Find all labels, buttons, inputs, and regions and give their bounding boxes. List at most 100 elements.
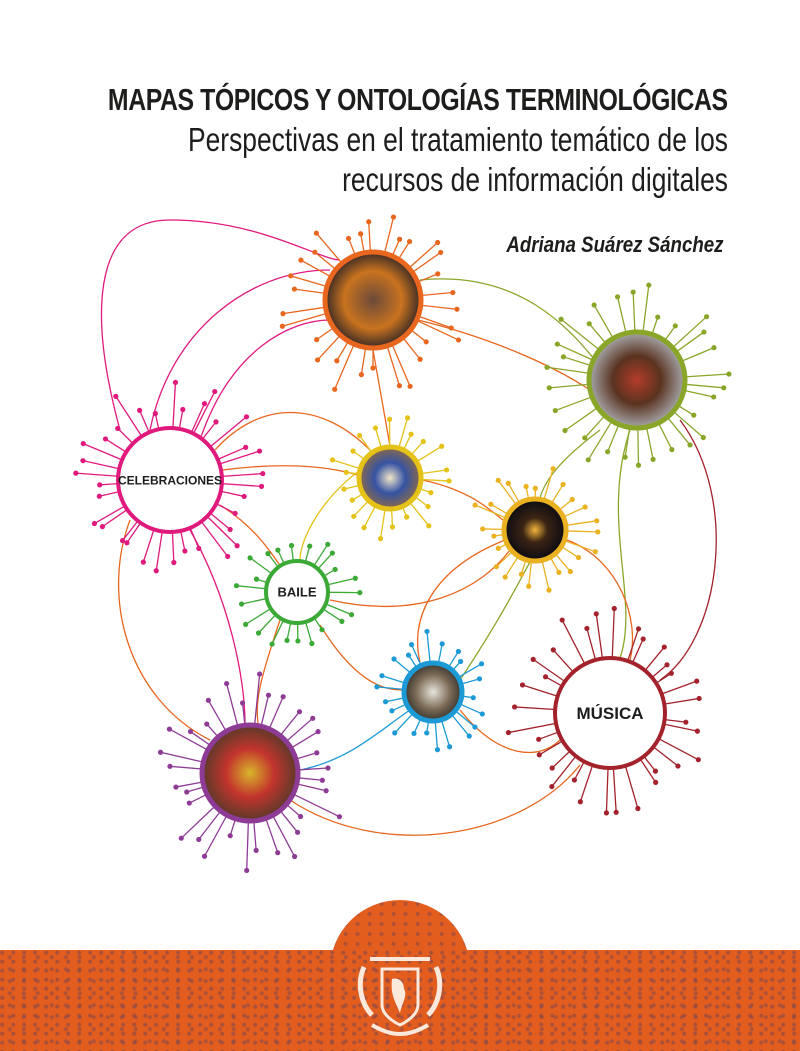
spike bbox=[290, 731, 319, 749]
spike-dot bbox=[370, 365, 376, 371]
spike-dot bbox=[279, 323, 285, 329]
topic-photo bbox=[356, 444, 424, 512]
spike-dot bbox=[269, 641, 275, 647]
spike-dot bbox=[472, 724, 478, 730]
spike bbox=[201, 421, 217, 440]
spike bbox=[386, 345, 401, 386]
spike-dot bbox=[153, 568, 159, 574]
spike-dot bbox=[675, 763, 681, 769]
spike-dot bbox=[244, 867, 250, 874]
spike bbox=[413, 718, 422, 734]
spike-dot bbox=[157, 749, 164, 755]
spike bbox=[611, 608, 615, 659]
topic-photo bbox=[586, 329, 688, 431]
spike-dot bbox=[611, 605, 617, 612]
spike bbox=[142, 529, 155, 563]
spike-dot bbox=[614, 294, 621, 300]
spike-dot bbox=[542, 674, 549, 680]
spike bbox=[122, 520, 139, 541]
spike-dot bbox=[476, 676, 483, 682]
spike-dot bbox=[458, 658, 464, 665]
node-mariachi bbox=[544, 282, 732, 468]
spike-dot bbox=[569, 496, 575, 503]
spike bbox=[260, 695, 270, 727]
spike bbox=[560, 318, 600, 351]
spike-dot bbox=[295, 638, 301, 644]
spike bbox=[434, 720, 439, 750]
spike bbox=[397, 241, 411, 260]
spike bbox=[612, 767, 617, 813]
topic-circle bbox=[553, 656, 667, 770]
spike bbox=[545, 676, 563, 687]
node-altar bbox=[279, 214, 462, 392]
book-subtitle: Perspectivas en el tratamiento temático … bbox=[188, 120, 728, 200]
spike-dot bbox=[102, 436, 109, 442]
spike bbox=[241, 702, 246, 726]
spike bbox=[207, 699, 227, 732]
spike bbox=[236, 585, 267, 590]
spike bbox=[459, 703, 483, 715]
spike bbox=[169, 728, 209, 751]
spike bbox=[315, 232, 343, 264]
spike-dot bbox=[426, 523, 432, 529]
spike-dot bbox=[366, 219, 372, 225]
spike-dot bbox=[196, 545, 202, 552]
spike-dot bbox=[345, 235, 352, 242]
spike-dot bbox=[167, 763, 173, 769]
topic-label: BAILE bbox=[278, 585, 317, 600]
spike bbox=[410, 441, 424, 456]
spike bbox=[169, 765, 203, 770]
node-musica: MÚSICA bbox=[505, 605, 702, 816]
node-baile: BAILE bbox=[233, 541, 363, 647]
edge bbox=[416, 539, 506, 663]
spike bbox=[663, 723, 698, 732]
spike-dot bbox=[115, 425, 121, 432]
spike-dot bbox=[546, 385, 552, 391]
spike-dot bbox=[556, 569, 562, 575]
spike-dot bbox=[550, 647, 556, 653]
spike bbox=[186, 786, 205, 793]
spike bbox=[514, 706, 556, 711]
spike bbox=[450, 713, 470, 737]
spike bbox=[664, 697, 700, 705]
spike bbox=[642, 284, 650, 333]
spike-dot bbox=[650, 456, 656, 462]
spike-dot bbox=[438, 249, 444, 256]
spike-dot bbox=[694, 728, 700, 734]
spike-dot bbox=[166, 726, 173, 732]
spike-dot bbox=[329, 457, 336, 463]
spike-dot bbox=[711, 345, 717, 351]
spike-dot bbox=[640, 636, 646, 642]
spike bbox=[605, 767, 609, 813]
spike bbox=[549, 556, 560, 573]
spike-dot bbox=[554, 341, 560, 347]
spike bbox=[651, 664, 668, 678]
edge bbox=[219, 504, 281, 566]
spike bbox=[75, 472, 119, 477]
spike-dot bbox=[314, 357, 321, 363]
spike-dot bbox=[243, 444, 249, 450]
spike-dot bbox=[372, 425, 379, 431]
spike bbox=[391, 703, 407, 712]
spike-dot bbox=[661, 644, 667, 650]
spike-dot bbox=[280, 694, 286, 700]
edge bbox=[100, 219, 341, 431]
spike-dot bbox=[172, 379, 179, 386]
spike bbox=[189, 527, 200, 549]
spike-dot bbox=[292, 853, 298, 860]
spike bbox=[551, 755, 577, 787]
spike bbox=[154, 413, 160, 430]
spike bbox=[414, 496, 429, 508]
spike bbox=[209, 416, 247, 448]
spike bbox=[290, 275, 328, 288]
spike-dot bbox=[577, 799, 583, 805]
spike bbox=[245, 607, 272, 625]
spike bbox=[426, 631, 431, 664]
spike bbox=[410, 329, 427, 343]
spike bbox=[440, 719, 451, 747]
spike bbox=[391, 343, 411, 387]
spike bbox=[229, 818, 237, 836]
spike-dot bbox=[585, 457, 591, 463]
spike bbox=[644, 646, 665, 671]
spike bbox=[651, 316, 659, 335]
